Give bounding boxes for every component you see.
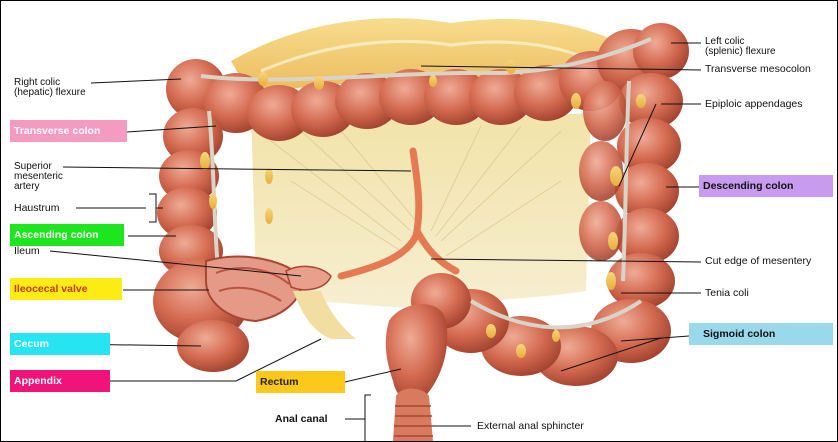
- descending-colon-label: Descending colon: [703, 180, 793, 192]
- right-colic-label-line2: (hepatic) flexure: [14, 88, 86, 98]
- ascending-colon-shape: [153, 108, 249, 372]
- left-colic-flexure-label: Left colic (splenic) flexure: [705, 37, 776, 57]
- ascending-colon-tag: Ascending colon: [10, 224, 124, 246]
- appendix-label: Appendix: [14, 375, 62, 387]
- ileocecal-valve-label: Ileocecal valve: [14, 283, 88, 295]
- ileocecal-valve-tag: Ileocecal valve: [10, 278, 122, 300]
- transverse-colon-label: Transverse colon: [14, 125, 100, 137]
- haustrum-label: Haustrum: [14, 203, 60, 214]
- ascending-colon-label: Ascending colon: [14, 229, 99, 241]
- appendix-tag: Appendix: [10, 370, 110, 392]
- superior-label-line3: artery: [14, 182, 63, 192]
- descending-colon-shape: [579, 73, 683, 309]
- sigmoid-colon-label: Sigmoid colon: [703, 328, 775, 340]
- cecum-tag: Cecum: [10, 333, 110, 355]
- epiploic-appendages-label: Epiploic appendages: [705, 99, 803, 110]
- rectum-label: Rectum: [260, 376, 299, 388]
- tenia-coli-label: Tenia coli: [705, 288, 749, 299]
- external-anal-sphincter-label: External anal sphincter: [477, 421, 584, 432]
- descending-colon-tag: Descending colon: [699, 175, 833, 197]
- cecum-label: Cecum: [14, 338, 49, 350]
- ileum-label: Ileum: [14, 246, 40, 257]
- transverse-mesocolon-label: Transverse mesocolon: [705, 64, 811, 75]
- left-colic-label-line2: (splenic) flexure: [705, 47, 776, 57]
- transverse-colon-tag: Transverse colon: [10, 120, 127, 142]
- right-colic-flexure-label: Right colic (hepatic) flexure: [14, 78, 86, 98]
- rectum-tag: Rectum: [256, 371, 345, 393]
- rectum-shape: [386, 304, 447, 441]
- anal-canal-label: Anal canal: [275, 414, 328, 425]
- superior-mesenteric-artery-label: Superior mesenteric artery: [14, 162, 63, 192]
- cut-edge-of-mesentery-label: Cut edge of mesentery: [705, 256, 811, 267]
- sigmoid-colon-tag: Sigmoid colon: [689, 323, 833, 345]
